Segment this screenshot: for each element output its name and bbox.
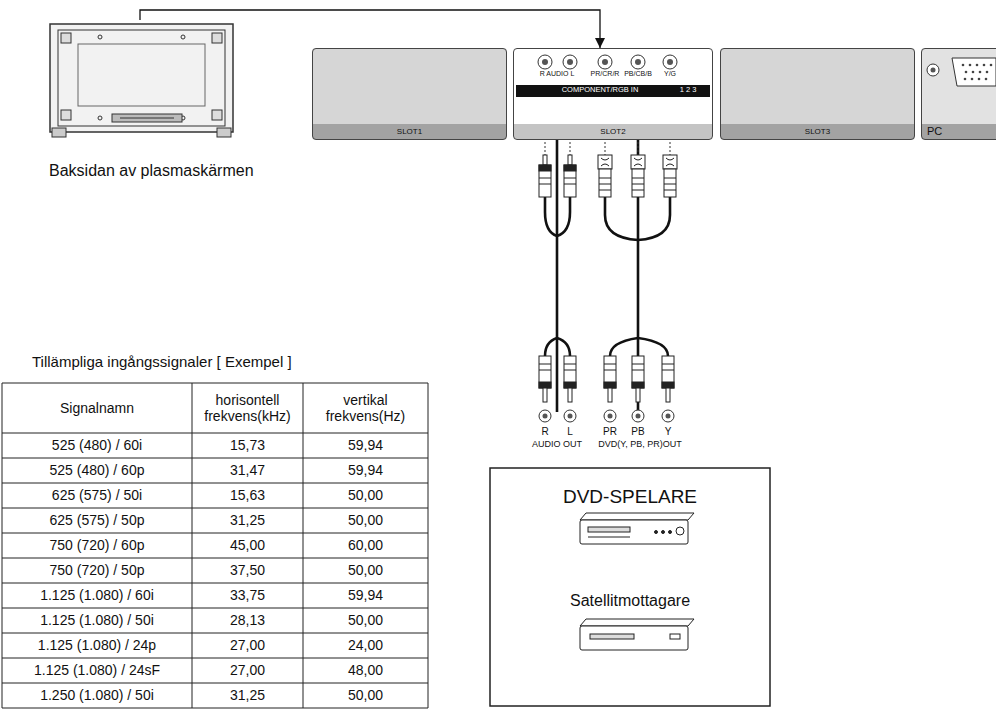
table-rule <box>428 383 429 708</box>
signal-label: PB <box>538 426 738 438</box>
input-jack <box>538 55 677 69</box>
table-cell: 625 (575) / 50i <box>2 483 192 508</box>
slot-box: SLOT3 <box>720 48 915 140</box>
node-text: SLOT1 <box>397 127 422 136</box>
table-rule <box>2 458 428 459</box>
satellite-receiver-icon <box>580 619 694 650</box>
table-cell: 1.125 (1.080) / 24p <box>2 633 192 658</box>
table-cell: 50,00 <box>303 608 428 633</box>
signal-label: PB/CB/B <box>538 70 738 78</box>
table-cell: 60,00 <box>303 533 428 558</box>
table-rule <box>2 558 428 559</box>
table-cell: 27,00 <box>192 633 303 658</box>
table-cell: 37,50 <box>192 558 303 583</box>
table-cell: 50,00 <box>303 483 428 508</box>
slot-panel <box>312 48 996 140</box>
table-cell: 31,25 <box>192 683 303 708</box>
table-cell: Signalnamn <box>2 383 192 433</box>
table-rule <box>2 533 428 534</box>
table-cell: 1.125 (1.080) / 24sF <box>2 658 192 683</box>
signal-label: COMPONENT/RGB IN <box>500 86 700 95</box>
signal-label: Y/G <box>570 70 770 78</box>
node-text: SLOT2 <box>600 127 625 136</box>
plasma-screen: Baksidan av plasmaskärmen <box>45 20 275 190</box>
table-cell: horisontell frekvens(kHz) <box>192 383 303 433</box>
signal-label: Y <box>568 426 768 438</box>
table-cell: 15,63 <box>192 483 303 508</box>
signal-label: DVD(Y, PB, PR)OUT <box>540 439 740 449</box>
node-text: DVD-SPELARE <box>563 486 697 508</box>
node-text: Baksidan av plasmaskärmen <box>49 162 254 180</box>
table-cell: 31,47 <box>192 458 303 483</box>
table-cell: 33,75 <box>192 583 303 608</box>
table-cell: 1.250 (1.080) / 50i <box>2 683 192 708</box>
table-cell: 750 (720) / 60p <box>2 533 192 558</box>
table-grid <box>2 383 428 708</box>
signal-label: PR <box>510 426 710 438</box>
output-jack <box>539 410 674 422</box>
table-rule <box>2 683 428 684</box>
table-rule <box>2 633 428 634</box>
table-rule <box>2 583 428 584</box>
bnc-plug <box>598 155 677 197</box>
table-cell: vertikal frekvens(Hz) <box>303 383 428 433</box>
table-rule <box>2 608 428 609</box>
table-cell: 45,00 <box>192 533 303 558</box>
signal-label: 1 2 3 <box>588 86 788 95</box>
table-rule <box>2 708 428 709</box>
device-box <box>490 468 770 706</box>
node-text: SLOT3 <box>805 127 830 136</box>
node-text: PC <box>927 125 942 138</box>
table-rule <box>2 433 428 434</box>
table-rule <box>2 508 428 509</box>
table-cell: 625 (575) / 50p <box>2 508 192 533</box>
table-rule <box>303 383 304 708</box>
table-cell: 50,00 <box>303 558 428 583</box>
rca-plug <box>539 356 674 402</box>
rca-plug <box>539 155 576 197</box>
guide-line <box>545 142 670 155</box>
table-cell: 1.125 (1.080) / 50i <box>2 608 192 633</box>
node-text: Satellitmottagare <box>570 592 690 610</box>
table-rule <box>2 658 428 659</box>
table-cell: 525 (480) / 60i <box>2 433 192 458</box>
slot-box: PC <box>921 48 996 140</box>
table-cell: 24,00 <box>303 633 428 658</box>
table-rule <box>2 383 428 384</box>
signal-cable <box>556 140 559 412</box>
cable-branch <box>545 197 670 356</box>
dvd-player-icon <box>580 513 694 544</box>
table-cell: 50,00 <box>303 683 428 708</box>
table-cell: 59,94 <box>303 458 428 483</box>
table-cell: 525 (480) / 60p <box>2 458 192 483</box>
table-cell: 31,25 <box>192 508 303 533</box>
table-cell: 59,94 <box>303 433 428 458</box>
table-cell: 1.125 (1.080) / 60i <box>2 583 192 608</box>
table-cell: 50,00 <box>303 508 428 533</box>
table-rule <box>2 483 428 484</box>
table-cell: 48,00 <box>303 658 428 683</box>
slot-box: SLOT1 <box>312 48 507 140</box>
table-cell: 59,94 <box>303 583 428 608</box>
table-title: Tillämpliga ingångssignaler [ Exempel ] <box>32 353 292 370</box>
table-rule <box>2 383 3 708</box>
table-cell: 28,13 <box>192 608 303 633</box>
device-box: DVD-SPELARE Satellitmottagare <box>490 412 770 708</box>
table-cell: 27,00 <box>192 658 303 683</box>
plasma-rear-illustration <box>50 24 233 137</box>
table-cell: 750 (720) / 50p <box>2 558 192 583</box>
table-cell: 15,73 <box>192 433 303 458</box>
table-rule <box>192 383 193 708</box>
